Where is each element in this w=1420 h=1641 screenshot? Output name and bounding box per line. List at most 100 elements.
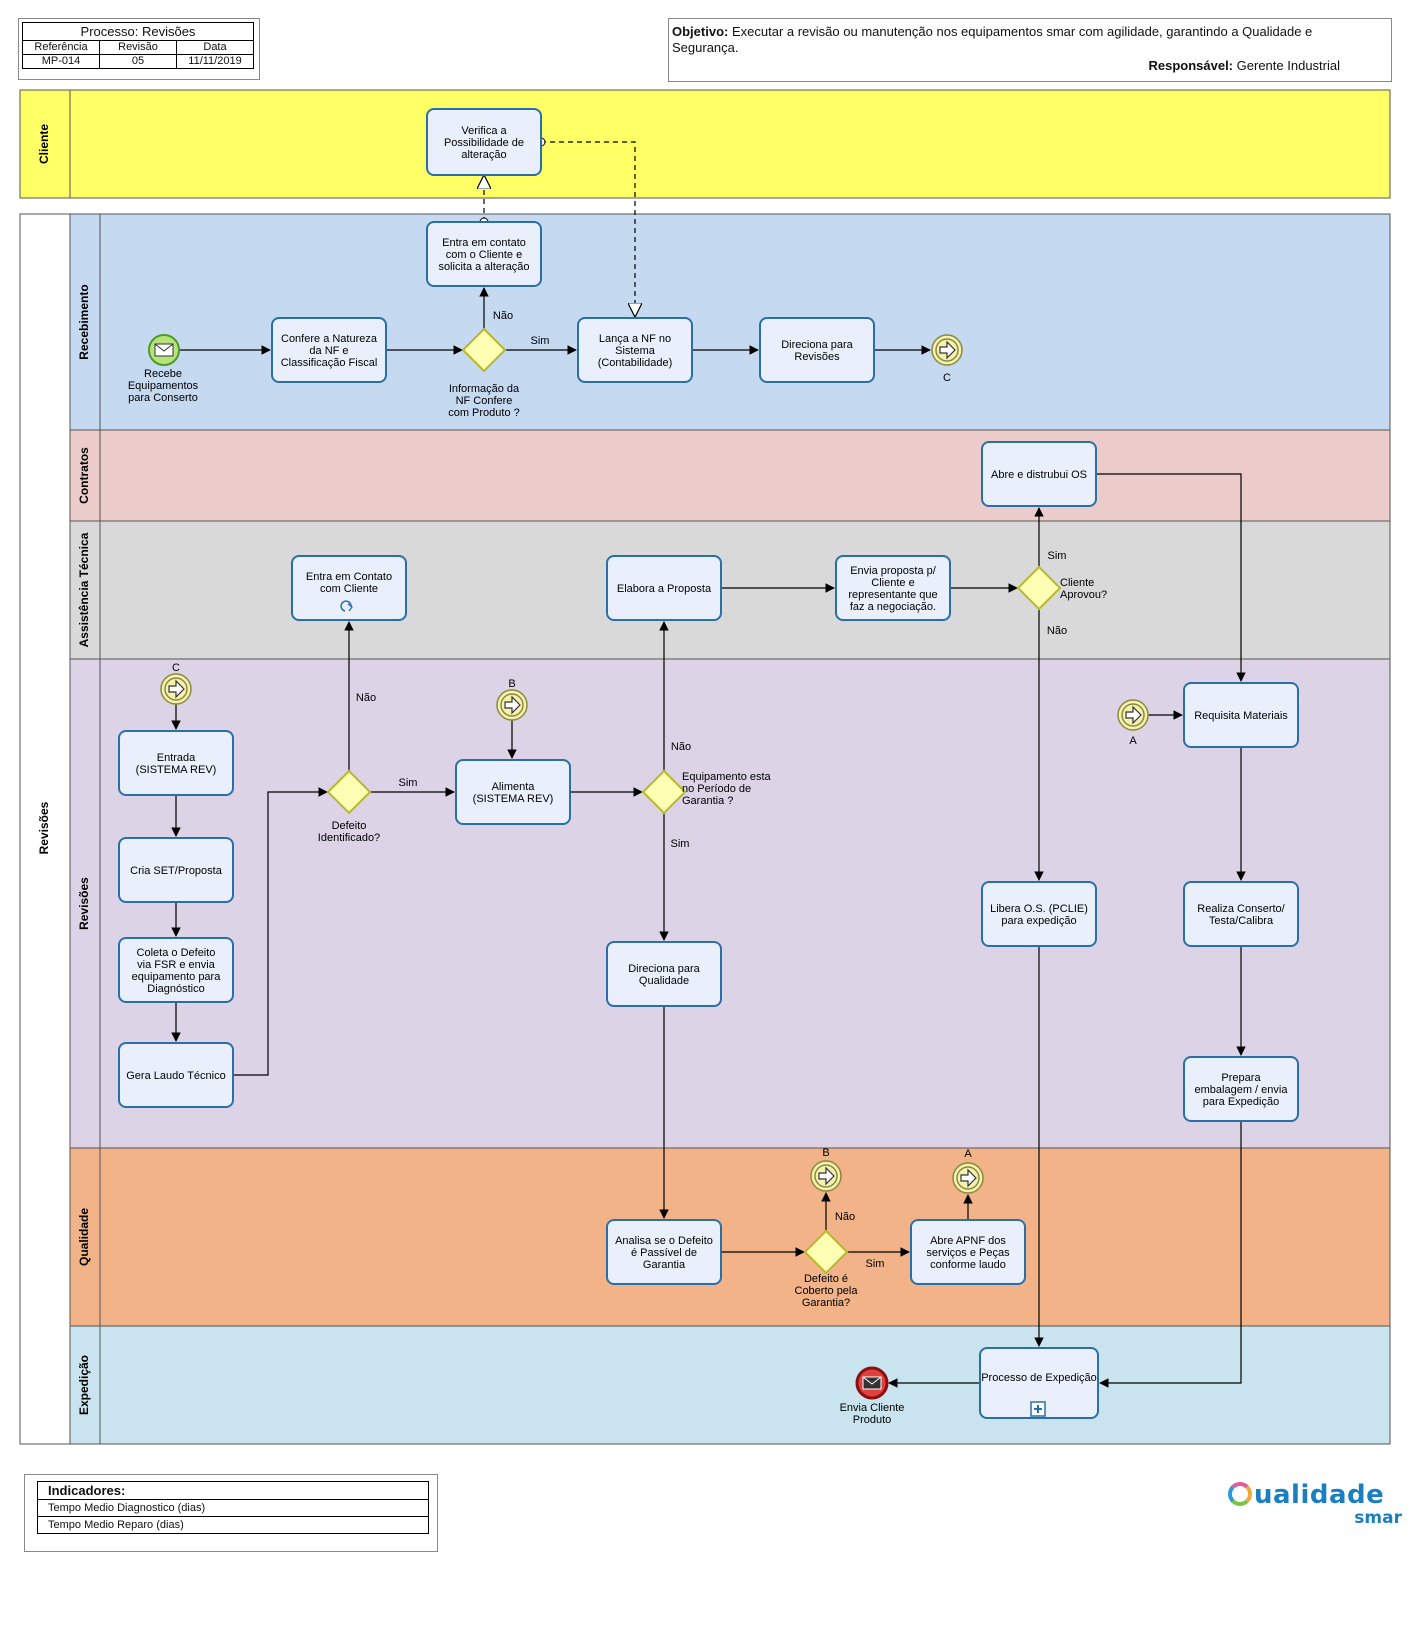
task-box[interactable]	[606, 941, 722, 1007]
task-requisita[interactable]: Requisita Materiais	[1183, 682, 1299, 748]
task-box[interactable]	[1183, 881, 1299, 947]
task-box[interactable]	[426, 221, 542, 287]
task-label-line: (Contabilidade)	[598, 357, 673, 369]
indicators-title: Indicadores:	[38, 1482, 428, 1500]
link-event-link_a[interactable]: A	[1117, 699, 1149, 747]
logo-ring-icon	[1228, 1482, 1252, 1506]
task-box[interactable]	[606, 1219, 722, 1285]
flow-label-nao: Não	[835, 1211, 855, 1223]
task-label: Realiza Conserto/Testa/Calibra	[1197, 903, 1285, 927]
link-event-link_c[interactable]: C	[931, 334, 963, 384]
link-event-label-line: B	[508, 678, 515, 690]
task-box[interactable]	[1183, 1056, 1299, 1122]
indicators-table: Indicadores: Tempo Medio Diagnostico (di…	[37, 1481, 429, 1534]
task-box[interactable]	[577, 317, 693, 383]
lane-assistencia	[69, 520, 1391, 660]
task-entrada[interactable]: Entrada(SISTEMA REV)	[118, 730, 234, 796]
flow-label-sim-line: Sim	[866, 1258, 885, 1270]
gateway-diamond[interactable]	[641, 769, 687, 815]
task-box[interactable]	[271, 317, 387, 383]
task-box[interactable]	[118, 837, 234, 903]
task-label-line: Libera O.S. (PCLIE)	[990, 903, 1088, 915]
task-abre-distribui[interactable]: Abre e distrubui OS	[981, 441, 1097, 507]
lane-assistencia-label: Assistência Técnica	[77, 532, 91, 647]
gateway-diamond[interactable]	[326, 769, 372, 815]
task-box[interactable]	[606, 555, 722, 621]
task-label-line: conforme laudo	[930, 1259, 1006, 1271]
task-label: Requisita Materiais	[1194, 710, 1288, 722]
task-label-line: Elabora a Proposta	[617, 583, 712, 595]
task-label: Abre e distrubui OS	[991, 469, 1087, 481]
task-libera-os[interactable]: Libera O.S. (PCLIE)para expedição	[981, 881, 1097, 947]
link-event-link_a[interactable]: A	[952, 1148, 984, 1194]
task-realiza-conserto[interactable]: Realiza Conserto/Testa/Calibra	[1183, 881, 1299, 947]
gateway-diamond[interactable]	[1016, 565, 1062, 611]
task-label-line: Qualidade	[639, 975, 689, 987]
task-box[interactable]	[1183, 682, 1299, 748]
task-box[interactable]	[835, 555, 951, 621]
flow-label-sim: Sim	[671, 838, 690, 850]
task-processo-expedicao[interactable]: Processo de Expedição	[979, 1347, 1099, 1419]
task-box[interactable]	[759, 317, 875, 383]
task-box[interactable]	[118, 937, 234, 1003]
lane-revisoes	[69, 658, 1391, 1149]
task-gera-laudo[interactable]: Gera Laudo Técnico	[118, 1042, 234, 1108]
task-elabora-proposta[interactable]: Elabora a Proposta	[606, 555, 722, 621]
task-box[interactable]	[910, 1219, 1026, 1285]
task-box[interactable]	[981, 441, 1097, 507]
link-event-link_b[interactable]: B	[810, 1147, 842, 1192]
gateway-label-line: Equipamento esta	[682, 771, 772, 783]
logo-sub: smar	[1354, 1508, 1402, 1528]
task-label: Cria SET/Proposta	[130, 865, 223, 877]
task-box[interactable]	[118, 730, 234, 796]
gateway-diamond[interactable]	[461, 327, 507, 373]
task-label-line: (SISTEMA REV)	[473, 793, 554, 805]
link-event-link_b[interactable]: B	[496, 678, 528, 721]
flow-label-nao: Não	[493, 310, 513, 322]
link-event-link_c[interactable]: C	[160, 662, 192, 705]
task-alimenta[interactable]: Alimenta(SISTEMA REV)	[455, 759, 571, 825]
val-revisao: 05	[100, 55, 177, 68]
task-box[interactable]	[426, 108, 542, 176]
task-box[interactable]	[455, 759, 571, 825]
task-cria-set[interactable]: Cria SET/Proposta	[118, 837, 234, 903]
task-label-line: Lança a NF no	[599, 333, 671, 345]
task-box[interactable]	[979, 1347, 1099, 1419]
bpmn-diagram: ClienteRevisõesRecebimentoContratosAssis…	[19, 89, 1391, 1445]
col-revisao: Revisão	[100, 41, 177, 54]
task-box[interactable]	[291, 555, 407, 621]
task-box[interactable]	[118, 1042, 234, 1108]
lane-qualidade-label-line: Qualidade	[77, 1208, 91, 1266]
flow-label-nao: Não	[356, 692, 376, 704]
link-event-label-line: C	[943, 372, 951, 384]
task-label-line: Direciona para	[628, 963, 700, 975]
task-label-line: Verifica a	[461, 125, 507, 137]
task-label: Elabora a Proposta	[617, 583, 712, 595]
lane-recebimento-label: Recebimento	[77, 284, 91, 359]
task-box[interactable]	[981, 881, 1097, 947]
lane-contratos-label-line: Contratos	[77, 447, 91, 504]
gateway-diamond[interactable]	[803, 1229, 849, 1275]
task-label-line: Requisita Materiais	[1194, 710, 1288, 722]
